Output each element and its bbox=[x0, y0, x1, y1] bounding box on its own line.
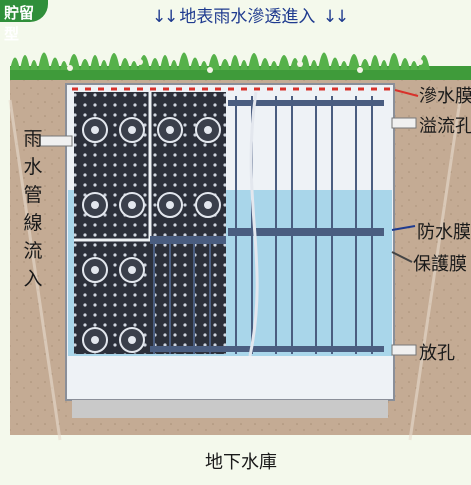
down-arrow-icon: ↓ bbox=[164, 7, 179, 27]
waterproof-membrane-label: 防水膜 bbox=[417, 222, 471, 243]
top-caption: ↓↓ 地表雨水滲透進入 ↓↓ bbox=[150, 2, 350, 27]
protective-membrane-label: 保護膜 bbox=[413, 254, 467, 275]
section-badge: 貯留型 bbox=[0, 0, 48, 43]
down-arrow-icon: ↓ bbox=[322, 7, 338, 27]
underground-reservoir-caption: 地下水庫 bbox=[205, 452, 277, 473]
rain-inlet-label: 雨 水 管 線 流 入 bbox=[23, 128, 43, 290]
grass-layer bbox=[10, 52, 471, 80]
seepage-membrane-label: 滲水膜 bbox=[419, 86, 471, 107]
overflow-hole-label: 溢流孔 bbox=[419, 116, 471, 137]
down-arrow-icon: ↓ bbox=[334, 7, 350, 27]
drain-hole-label: 放孔 bbox=[419, 343, 455, 364]
down-arrow-icon: ↓ bbox=[152, 7, 167, 27]
tank-structure bbox=[39, 83, 419, 418]
rain-infiltration-caption: 地表雨水滲透進入 bbox=[179, 7, 316, 27]
